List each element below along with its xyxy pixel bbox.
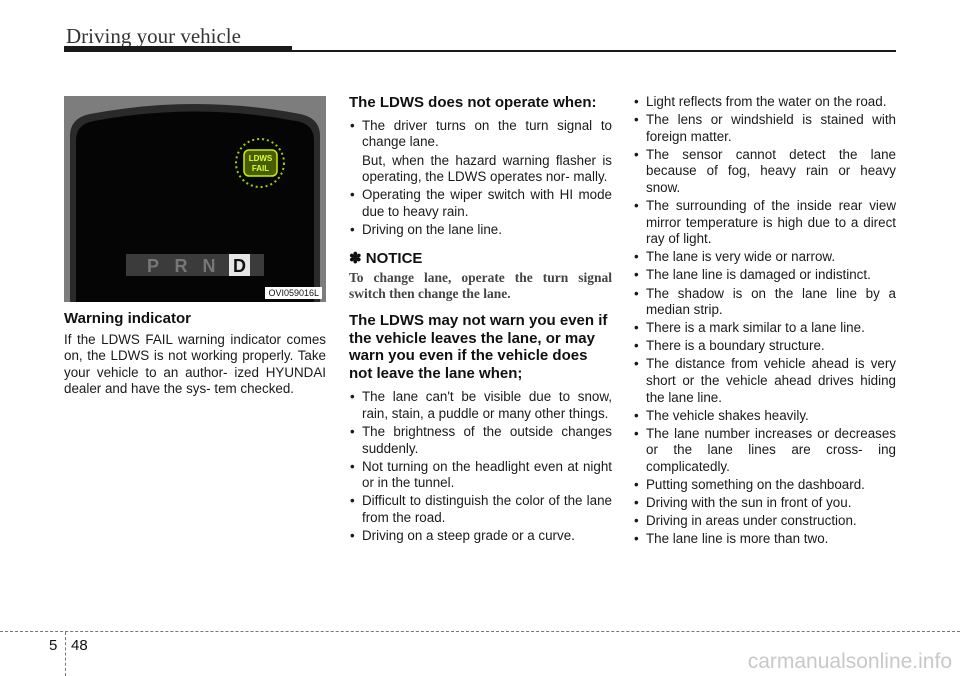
list-item: Driving on the lane line.	[349, 222, 612, 239]
ldws-fail-icon	[243, 149, 278, 177]
warning-indicator-heading: Warning indicator	[64, 310, 191, 327]
list-item: Putting something on the dashboard.	[633, 477, 896, 494]
header-rule-thick	[64, 46, 292, 52]
list-item: Driving with the sun in front of you.	[633, 495, 896, 512]
list-item: Driving in areas under construction.	[633, 513, 896, 530]
list-item-subparagraph: But, when the hazard warning flasher is …	[362, 152, 612, 185]
warning-indicator-text: If the LDWS FAIL warning indicator comes…	[64, 331, 326, 397]
list-item: The lens or windshield is stained with f…	[633, 112, 896, 145]
list-item: There is a mark similar to a lane line.	[633, 320, 896, 337]
gear-n: N	[203, 256, 216, 276]
column-1: Warning indicator If the LDWS FAIL warni…	[64, 310, 326, 398]
cluster-illustration: LDWS FAIL P R N D	[70, 104, 320, 302]
gear-r: R	[175, 256, 188, 276]
list-item: There is a boundary structure.	[633, 338, 896, 355]
list-item: The surrounding of the inside rear view …	[633, 198, 896, 248]
list-item: The lane line is damaged or indistinct.	[633, 267, 896, 284]
list-item: The shadow is on the lane line by a medi…	[633, 286, 896, 319]
gear-d-highlight	[229, 254, 250, 276]
list-item: Difficult to distinguish the color of th…	[349, 493, 612, 526]
header-rule	[64, 50, 896, 52]
may-not-warn-heading: The LDWS may not warn you even if the ve…	[349, 312, 608, 382]
watermark: carmanualsonline.info	[747, 650, 952, 673]
list-item-text: The driver turns on the turn signal to c…	[362, 117, 612, 150]
not-operate-list: The driver turns on the turn signal to c…	[349, 118, 612, 239]
list-item: The lane line is more than two.	[633, 531, 896, 548]
gear-p: P	[147, 256, 159, 276]
column-2: The LDWS does not operate when: The driv…	[349, 94, 612, 546]
list-item: The brightness of the outside changes su…	[349, 424, 612, 457]
list-item: The driver turns on the turn signal to c…	[349, 118, 612, 186]
conditions-list: Light reflects from the water on the roa…	[633, 94, 896, 548]
section-number: 5	[49, 637, 58, 654]
lamp-label-line1: LDWS	[249, 154, 273, 163]
list-item: The lane is very wide or narrow.	[633, 249, 896, 266]
list-item: The vehicle shakes heavily.	[633, 408, 896, 425]
column-3: Light reflects from the water on the roa…	[633, 94, 896, 549]
figure-code: OVI059016L	[265, 287, 322, 299]
gear-d: D	[233, 256, 246, 276]
list-item: The sensor cannot detect the lane becaus…	[633, 147, 896, 197]
footer-rule	[0, 631, 960, 632]
lamp-glow-ring	[235, 138, 285, 188]
page-header-title: Driving your vehicle	[66, 24, 241, 48]
footer-divider	[65, 632, 66, 676]
list-item: The lane can't be visible due to snow, r…	[349, 389, 612, 422]
list-item: Operating the wiper switch with HI mode …	[349, 187, 612, 220]
notice-text: To change lane, operate the turn signal …	[349, 270, 612, 302]
may-not-warn-list: The lane can't be visible due to snow, r…	[349, 389, 612, 544]
page-number: 48	[71, 637, 88, 654]
cluster-figure: LDWS FAIL P R N D OVI059016L	[64, 96, 326, 302]
notice-heading: ✽ NOTICE	[349, 249, 423, 267]
lamp-label-line2: FAIL	[252, 164, 269, 173]
list-item: Driving on a steep grade or a curve.	[349, 528, 612, 545]
list-item: The distance from vehicle ahead is very …	[633, 356, 896, 406]
list-item: Light reflects from the water on the roa…	[633, 94, 896, 111]
not-operate-heading: The LDWS does not operate when:	[349, 94, 597, 111]
list-item: Not turning on the headlight even at nig…	[349, 459, 612, 492]
list-item: The lane number increases or decreases o…	[633, 426, 896, 476]
